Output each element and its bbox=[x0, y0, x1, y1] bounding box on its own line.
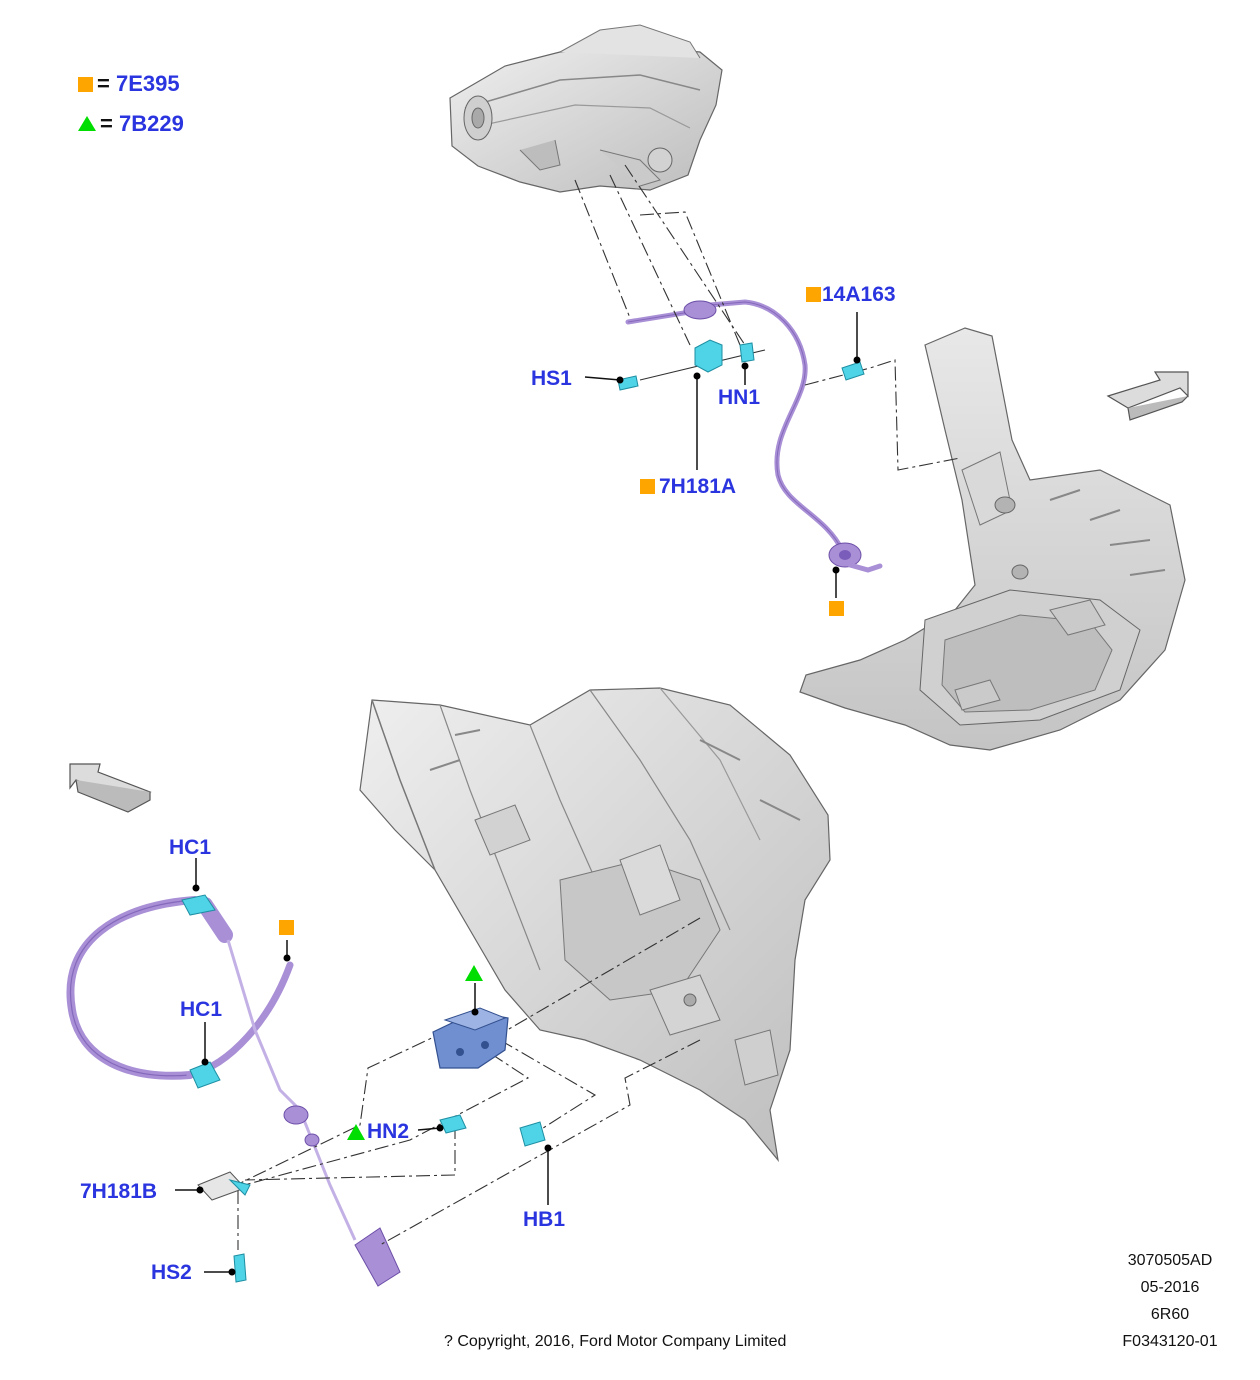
orange-square-icon bbox=[829, 601, 844, 616]
selector-cable-upper bbox=[625, 299, 883, 573]
label-hb1: HB1 bbox=[523, 1208, 566, 1231]
label-hn2: HN2 bbox=[367, 1120, 410, 1143]
fastener-parts bbox=[181, 339, 865, 1283]
legend-triangle-code: 7B229 bbox=[118, 111, 184, 136]
label-7h181b: 7H181B bbox=[80, 1180, 158, 1203]
legend-equals: = bbox=[97, 71, 110, 96]
callout-dots bbox=[192, 356, 861, 1276]
orange-square-icon bbox=[78, 77, 93, 92]
label-hn1: HN1 bbox=[718, 386, 761, 409]
label-hc1-top: HC1 bbox=[169, 836, 212, 859]
forward-arrow-icon bbox=[1106, 371, 1189, 421]
callout-lines bbox=[175, 312, 858, 1273]
label-hc1-bottom: HC1 bbox=[180, 998, 223, 1021]
orange-square-icon bbox=[640, 479, 655, 494]
cable-mount-bracket bbox=[197, 1171, 251, 1201]
orange-square-icon bbox=[806, 287, 821, 302]
reference-code: 3070505AD bbox=[1127, 1252, 1213, 1269]
assembly-leader-lines bbox=[225, 164, 961, 1250]
green-triangle-icon bbox=[465, 965, 483, 981]
copyright-notice: ? Copyright, 2016, Ford Motor Company Li… bbox=[444, 1333, 787, 1350]
legend-square-entry: = 7E395 bbox=[78, 73, 180, 95]
green-triangle-icon bbox=[347, 1124, 365, 1140]
label-hs1: HS1 bbox=[531, 367, 572, 390]
shift-cable-bracket bbox=[432, 1007, 509, 1069]
forward-arrow-icon bbox=[69, 763, 152, 813]
reference-model: 6R60 bbox=[1150, 1306, 1190, 1323]
orange-square-icon bbox=[279, 920, 294, 935]
legend-triangle-entry: = 7B229 bbox=[78, 113, 184, 135]
selector-cable-lower bbox=[66, 896, 401, 1287]
label-14a163: 14A163 bbox=[822, 283, 896, 306]
legend-square-code: 7E395 bbox=[115, 71, 180, 96]
label-7h181a: 7H181A bbox=[659, 475, 737, 498]
steering-column bbox=[449, 24, 723, 193]
floor-panel bbox=[799, 327, 1186, 751]
reference-figure-id: F0343120-01 bbox=[1122, 1333, 1218, 1350]
legend-equals: = bbox=[100, 111, 113, 136]
reference-date: 05-2016 bbox=[1140, 1279, 1200, 1296]
transmission bbox=[359, 687, 831, 1163]
label-hs2: HS2 bbox=[151, 1261, 192, 1284]
green-triangle-icon bbox=[78, 116, 96, 131]
